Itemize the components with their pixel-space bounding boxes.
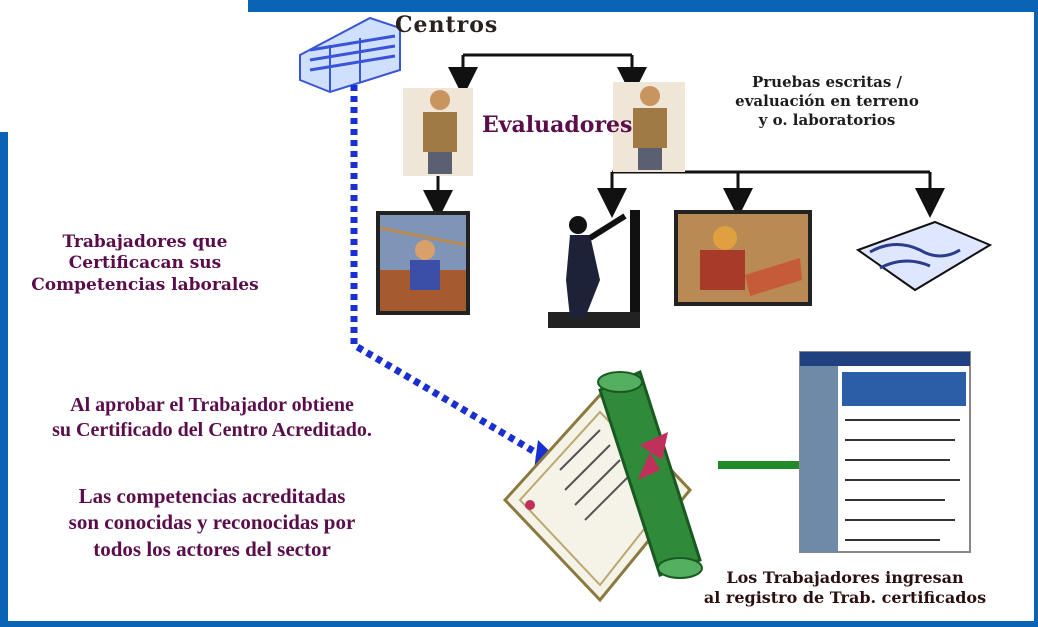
- al-aprobar-line: su Certificado del Centro Acreditado.: [52, 419, 372, 441]
- trabajadores-line: Competencias laborales: [31, 274, 259, 295]
- evaluator-figure-icon: [403, 88, 473, 176]
- building-icon: [299, 16, 401, 94]
- trabajadores-line: Certificacan sus: [68, 253, 222, 274]
- frame-right-bar: [1034, 0, 1038, 627]
- al-aprobar-text: Al aprobar el Trabajador obtiene su Cert…: [12, 393, 412, 443]
- pruebas-label: Pruebas escritas / evaluación en terreno…: [712, 73, 942, 129]
- pruebas-line: evaluación en terreno: [735, 91, 919, 110]
- registro-line: al registro de Trab. certificados: [703, 588, 987, 607]
- diploma-icon: [502, 369, 703, 603]
- competencias-line: Las competencias acreditadas: [78, 484, 346, 508]
- frame-left-bar: [0, 132, 8, 627]
- registro-line: Los Trabajadores ingresan: [726, 568, 964, 587]
- trabajadores-line: Trabajadores que: [62, 232, 228, 252]
- written-test-image: [855, 220, 993, 292]
- carpenter-image: [548, 210, 640, 328]
- construction-worker-image: [376, 211, 470, 315]
- evaluator-figure-icon: [613, 82, 685, 172]
- competencias-line: son conocidas y reconocidas por: [68, 510, 356, 535]
- welder-image: [674, 210, 812, 306]
- trabajadores-label: Trabajadores que Certificacan sus Compet…: [20, 232, 270, 296]
- evaluadores-label: Evaluadores: [482, 112, 633, 138]
- pruebas-line: y o. laboratorios: [758, 110, 896, 129]
- frame-top-bar: [248, 0, 1038, 12]
- registry-screenshot-image: [799, 351, 971, 553]
- competencias-text: Las competencias acreditadas son conocid…: [12, 483, 412, 562]
- tree-connectors: [423, 53, 945, 220]
- centros-label: Centros: [395, 12, 499, 38]
- registro-label: Los Trabajadores ingresan al registro de…: [700, 568, 990, 608]
- al-aprobar-line: Al aprobar el Trabajador obtiene: [70, 394, 354, 416]
- frame-bottom-bar: [0, 621, 1038, 627]
- pruebas-line: Pruebas escritas /: [751, 73, 903, 91]
- competencias-line: todos los actores del sector: [93, 536, 331, 561]
